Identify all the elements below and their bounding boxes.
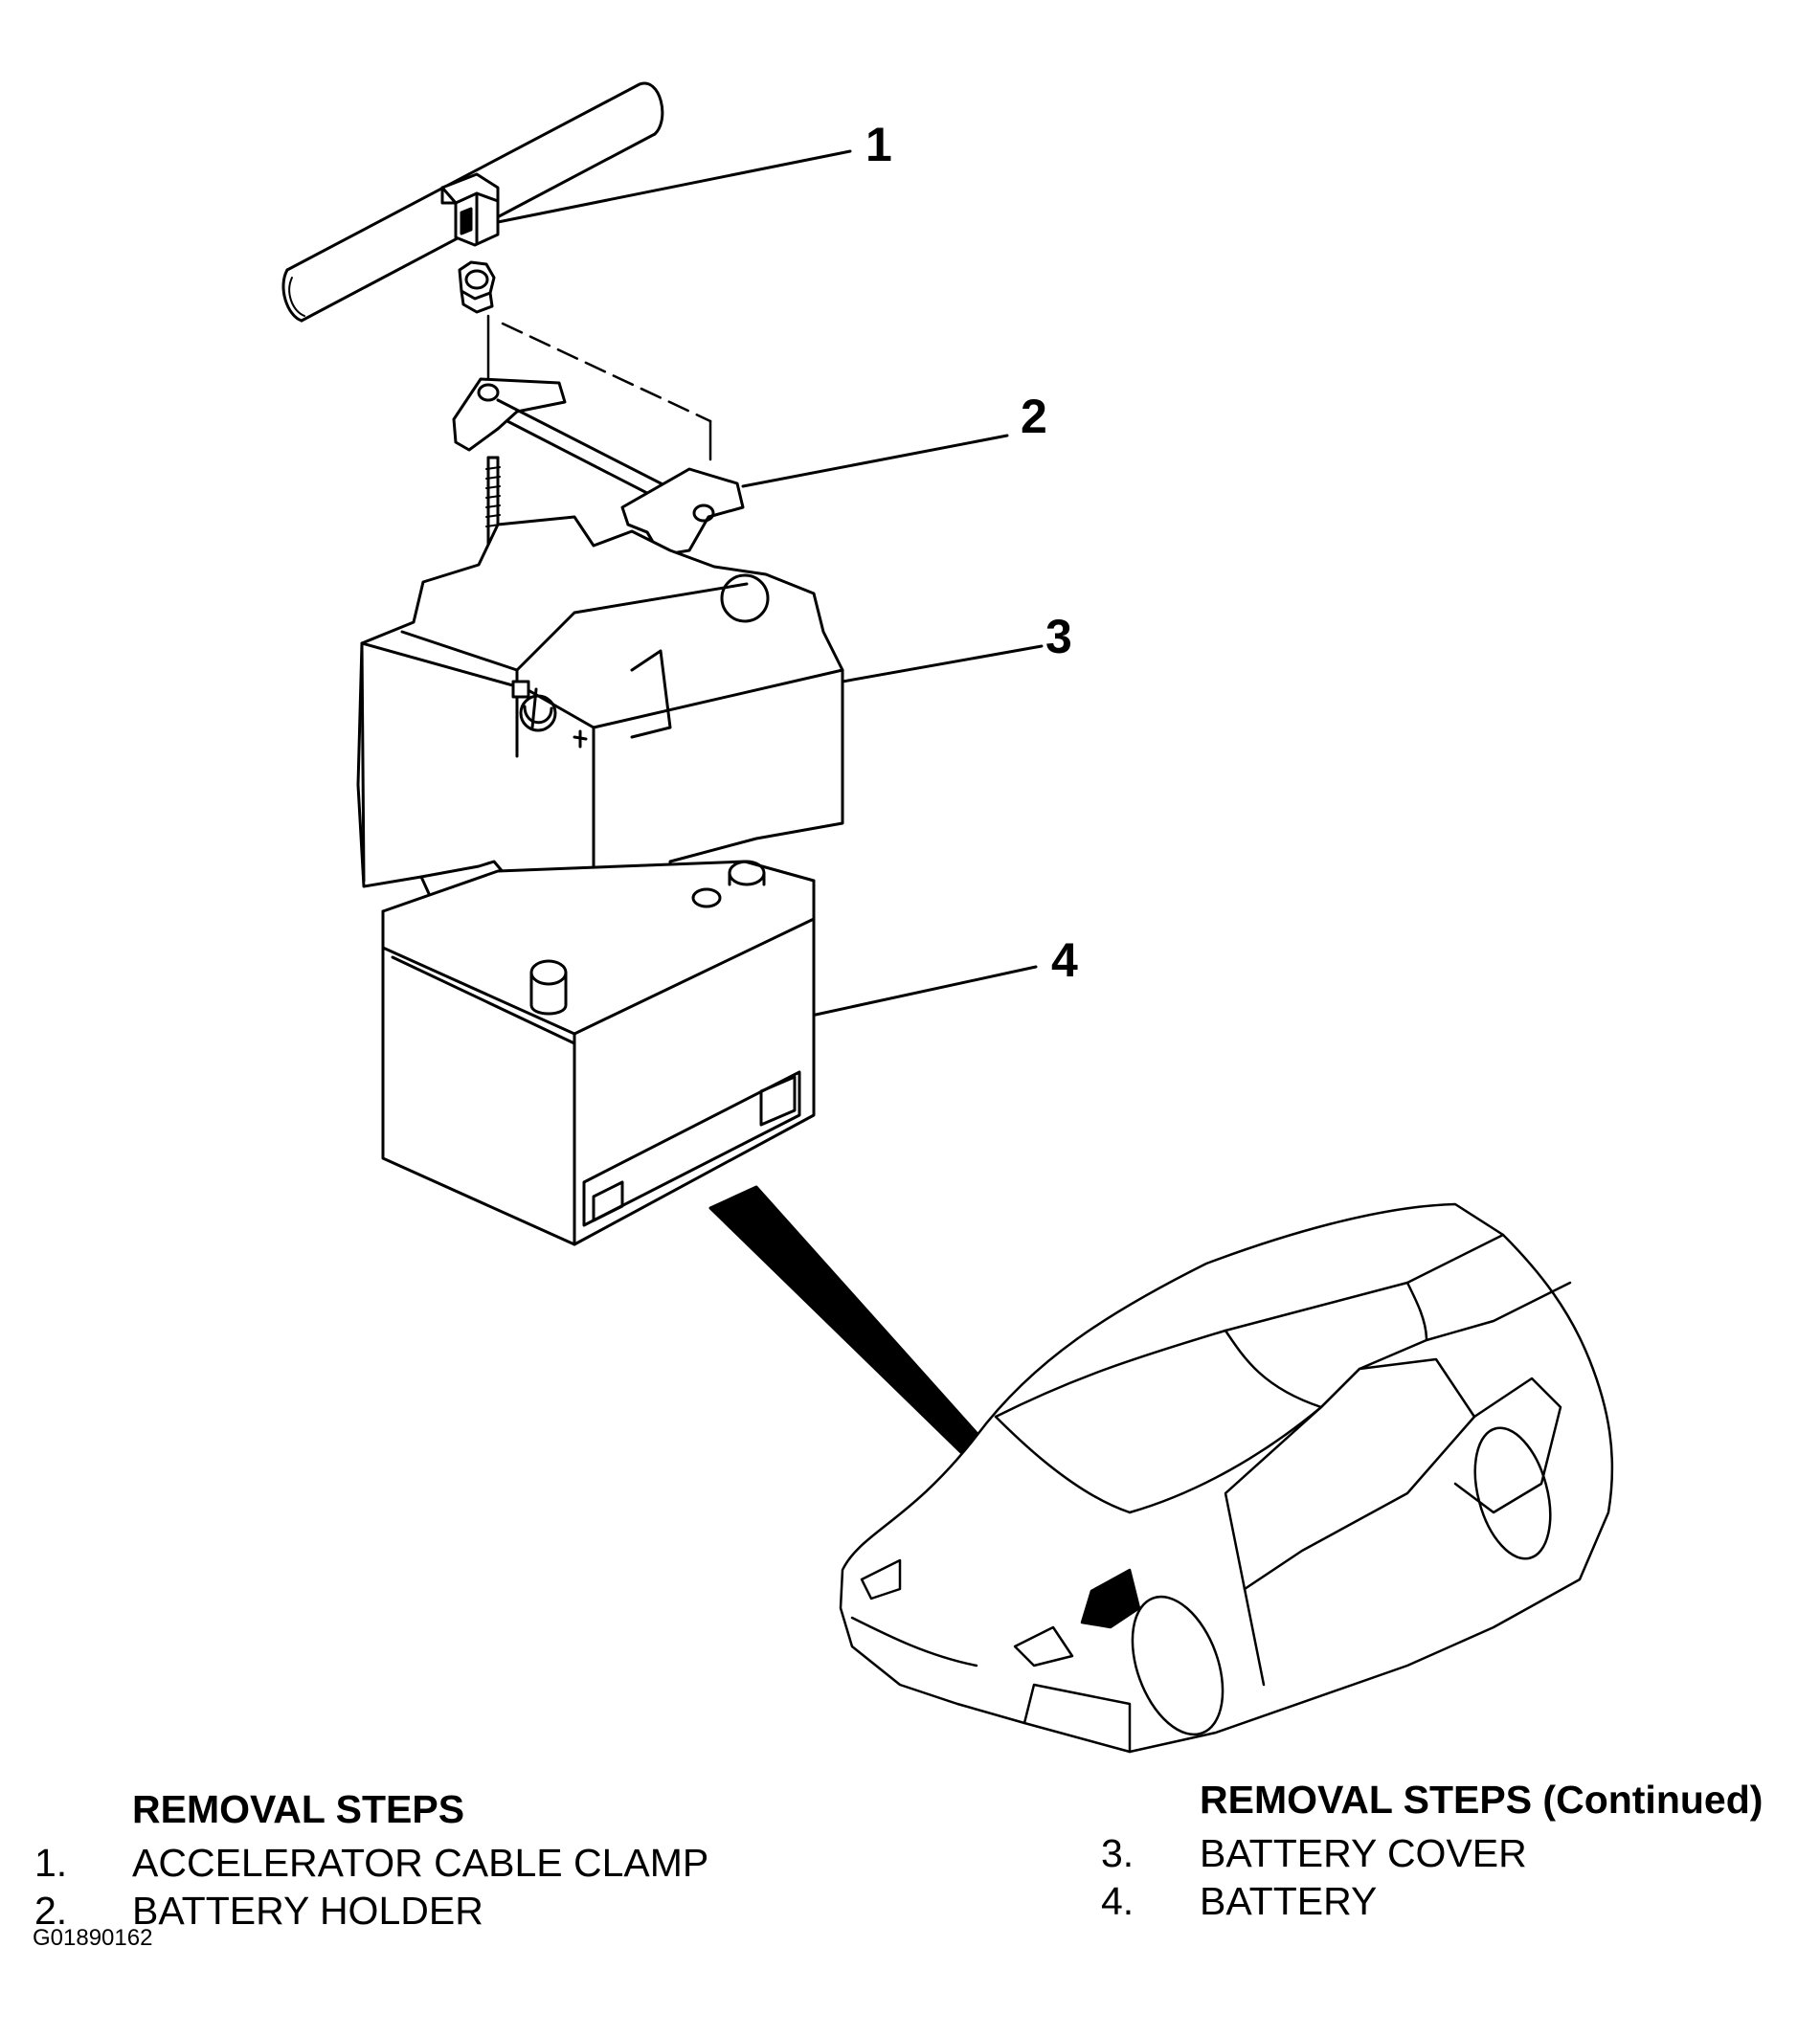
removal-steps-heading: REMOVAL STEPS bbox=[132, 1787, 465, 1831]
removal-steps-continued-list: REMOVAL STEPS (Continued) 3. BATTERY COV… bbox=[1101, 1776, 1771, 1923]
leader-3 bbox=[841, 644, 1044, 683]
vehicle-illustration bbox=[839, 1202, 1614, 1754]
step-label: ACCELERATOR CABLE CLAMP bbox=[132, 1841, 709, 1885]
step-label: BATTERY COVER bbox=[1200, 1831, 1527, 1875]
leader-2 bbox=[741, 434, 1009, 488]
callout-leaders bbox=[496, 149, 1044, 1017]
figure-id: G01890162 bbox=[33, 1925, 153, 1951]
removal-steps-list: REMOVAL STEPS 1. ACCELERATOR CABLE CLAMP… bbox=[34, 1785, 762, 1933]
step-number: 1. bbox=[34, 1841, 68, 1885]
callout-1: 1 bbox=[865, 118, 892, 171]
mounting-nut bbox=[458, 260, 496, 314]
callout-4: 4 bbox=[1051, 933, 1078, 987]
step-number: 2. bbox=[34, 1889, 68, 1933]
step-label: BATTERY HOLDER bbox=[132, 1889, 483, 1933]
list-item: 1. ACCELERATOR CABLE CLAMP bbox=[34, 1839, 762, 1887]
battery bbox=[381, 860, 816, 1246]
list-item: 4. BATTERY bbox=[1101, 1877, 1771, 1925]
callout-3: 3 bbox=[1045, 610, 1072, 663]
leader-4 bbox=[814, 965, 1038, 1017]
step-number: 3. bbox=[1101, 1831, 1135, 1875]
accelerator-cable-clamp bbox=[440, 172, 500, 247]
step-label: BATTERY bbox=[1200, 1879, 1378, 1923]
list-item: 2. BATTERY HOLDER bbox=[34, 1887, 762, 1935]
battery-holder bbox=[452, 377, 745, 557]
leader-1 bbox=[496, 149, 852, 224]
callout-2: 2 bbox=[1021, 390, 1047, 443]
removal-steps-continued-heading: REMOVAL STEPS (Continued) bbox=[1200, 1778, 1764, 1822]
step-number: 4. bbox=[1101, 1879, 1135, 1923]
list-item: 3. BATTERY COVER bbox=[1101, 1829, 1771, 1877]
